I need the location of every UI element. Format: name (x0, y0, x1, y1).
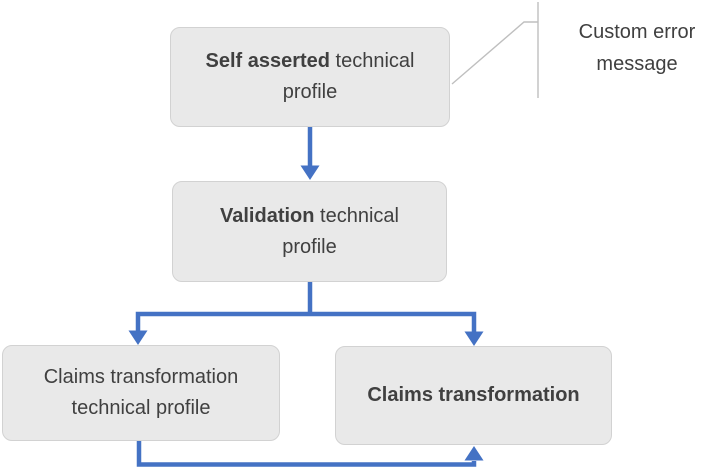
connector-self-to-validation-arrowhead (300, 165, 320, 180)
node-label: Claims transformation (367, 380, 579, 411)
node-label: Claims transformation technical profile (21, 362, 261, 424)
connector-right-branch-arrowhead (464, 331, 484, 346)
node-label: Validation technical profile (191, 201, 428, 263)
node-label: Self asserted technical profile (189, 46, 431, 108)
node-label-bold: Self asserted (205, 50, 330, 72)
callout-custom-error-message: Custom error message (578, 21, 696, 76)
callout-leader-line (451, 21, 538, 85)
node-label-rest: technical profile (282, 50, 415, 103)
node-label-bold: Claims transformation (367, 384, 580, 406)
node-claims-transformation: Claims transformation (335, 346, 612, 445)
node-validation-technical-profile: Validation technical profile (172, 181, 447, 282)
node-label-bold: Validation (220, 204, 315, 227)
connector-bottom-loop-arrowhead (464, 446, 484, 461)
connector-left-branch-arrowhead (128, 330, 148, 345)
connector-split-bar-line (135, 311, 477, 332)
node-label-rest: Claims transformation technical profile (43, 366, 239, 419)
node-self-asserted-technical-profile: Self asserted technical profile (170, 27, 450, 127)
node-label-rest: technical profile (282, 204, 399, 258)
node-claims-transformation-technical-profile: Claims transformation technical profile (2, 345, 280, 441)
